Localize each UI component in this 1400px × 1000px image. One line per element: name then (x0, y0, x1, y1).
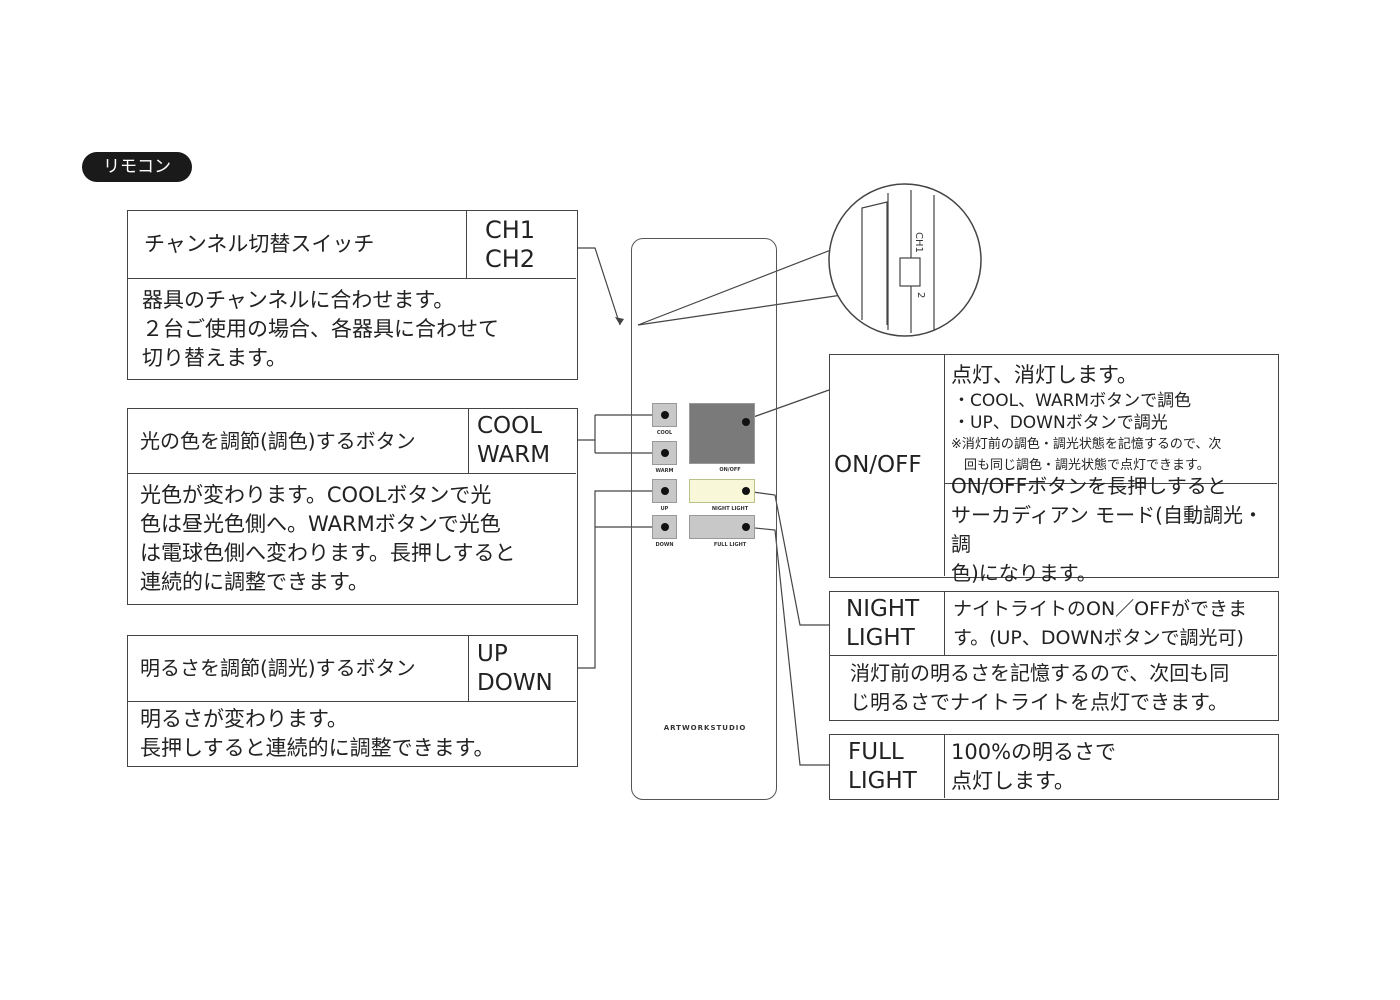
onoff-button[interactable] (689, 403, 755, 464)
night-light-desc1: ナイトライトのON／OFFができま す。(UP、DOWNボタンで調光可) (944, 592, 1277, 656)
color-title: 光の色を調節(調色)するボタン (128, 409, 468, 474)
channel-title: チャンネル切替スイッチ (128, 211, 466, 279)
onoff-key: ON/OFF (834, 452, 922, 478)
ch1-label: CH1 (913, 232, 924, 253)
onoff-label: ON/OFF (719, 467, 741, 473)
onoff-desc2: ON/OFFボタンを長押しすると サーカディアン モード(自動調光・調 色)にな… (944, 474, 1277, 585)
cool-button[interactable] (652, 403, 677, 427)
brightness-keys: UP DOWN (468, 636, 576, 702)
channel-keys: CH1 CH2 (466, 211, 576, 279)
brightness-title: 明るさを調節(調光)するボタン (128, 636, 468, 702)
section-badge: リモコン (82, 152, 192, 182)
cool-label: COOL (656, 430, 673, 436)
night-light-label: NIGHT LIGHT (711, 506, 749, 512)
night-light-box: NIGHT LIGHT ナイトライトのON／OFFができま す。(UP、DOWN… (829, 591, 1279, 721)
remote-control (631, 238, 777, 800)
onoff-note: ※消灯前の調色・調光状態を記憶するので、次 回も同じ調色・調光状態で点灯できます… (951, 437, 1222, 473)
warm-button[interactable] (652, 441, 677, 465)
night-light-desc2: 消灯前の明るさを記憶するので、次回も同 じ明るさでナイトライトを点灯できます。 (850, 660, 1230, 714)
down-button[interactable] (652, 515, 677, 539)
channel-desc: 器具のチャンネルに合わせます。 ２台ご使用の場合、各器具に合わせて 切り替えます… (142, 287, 499, 370)
brand-logo: ARTWORKSTUDIO (663, 724, 747, 732)
full-light-label: FULL LIGHT (713, 542, 747, 548)
night-light-button[interactable] (689, 479, 755, 503)
ch2-label: 2 (915, 292, 926, 298)
full-light-desc: 100%の明るさで 点灯します。 (944, 735, 1277, 798)
color-keys: COOL WARM (468, 409, 576, 474)
brightness-desc: 明るさが変わります。 長押しすると連続的に調整できます。 (140, 707, 495, 760)
onoff-line3: ・UP、DOWNボタンで調光 (953, 413, 1168, 433)
color-desc: 光色が変わります。COOLボタンで光 色は昼光色側へ。WARMボタンで光色 は電… (140, 483, 516, 594)
onoff-desc1: 点灯、消灯します。 ・COOL、WARMボタンで調色 ・UP、DOWNボタンで調… (944, 355, 1277, 484)
up-button[interactable] (652, 479, 677, 503)
warm-label: WARM (655, 468, 674, 474)
night-light-key: NIGHT LIGHT (830, 592, 944, 656)
onoff-line1: 点灯、消灯します。 (951, 363, 1138, 387)
full-light-button[interactable] (689, 515, 755, 539)
brightness-box: 明るさを調節(調光)するボタン UP DOWN 明るさが変わります。 長押しする… (127, 635, 578, 767)
down-label: DOWN (655, 542, 674, 548)
onoff-box: ON/OFF 点灯、消灯します。 ・COOL、WARMボタンで調色 ・UP、DO… (829, 354, 1279, 585)
onoff-line2: ・COOL、WARMボタンで調色 (953, 391, 1192, 411)
full-light-key: FULL LIGHT (848, 738, 917, 794)
channel-box: チャンネル切替スイッチ CH1 CH2 器具のチャンネルに合わせます。 ２台ご使… (127, 210, 578, 380)
up-label: UP (660, 506, 669, 512)
color-box: 光の色を調節(調色)するボタン COOL WARM 光色が変わります。COOLボ… (127, 408, 578, 605)
full-light-box: FULL LIGHT 100%の明るさで 点灯します。 (829, 734, 1279, 800)
